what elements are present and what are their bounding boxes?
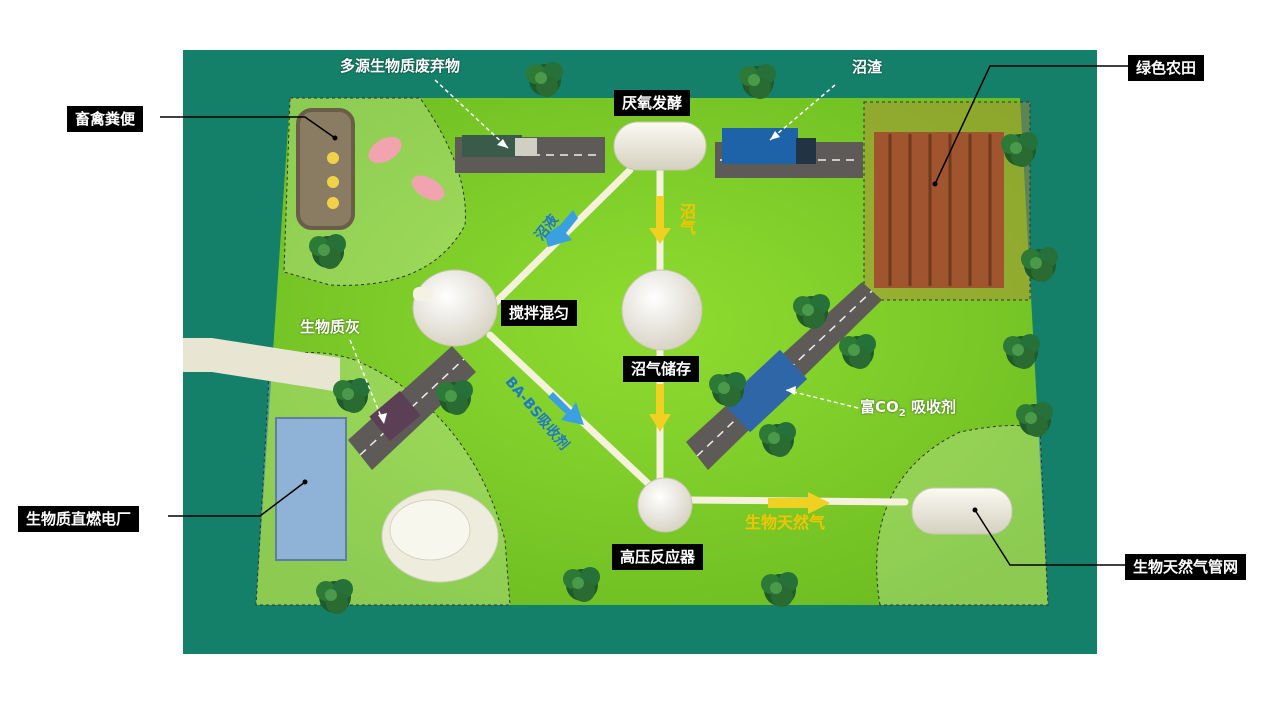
label-anaerobic-fermentation: 厌氧发酵 bbox=[614, 90, 691, 116]
farmland-crops bbox=[874, 132, 1004, 288]
bio-natural-gas-arrow bbox=[768, 492, 830, 514]
label-biogas: 沼气 bbox=[677, 203, 696, 235]
co2-rich-text: 富CO bbox=[860, 398, 899, 416]
pig bbox=[411, 175, 445, 201]
truck-ash bbox=[369, 390, 421, 442]
pointer-arrows bbox=[349, 79, 859, 425]
biogas-storage-sphere bbox=[621, 269, 703, 351]
label-high-pressure-reactor: 高压反应器 bbox=[612, 544, 704, 570]
callout-lines bbox=[160, 65, 1128, 566]
biogas-storage-arrow bbox=[649, 384, 671, 432]
label-stirring-mixing: 搅拌混匀 bbox=[501, 300, 578, 326]
pipeline-terminal bbox=[911, 487, 1013, 535]
label-biomass-power-plant: 生物质直燃电厂 bbox=[18, 506, 140, 532]
co2-absorbent-text: 吸收剂 bbox=[905, 398, 956, 416]
grass-field bbox=[256, 98, 1048, 605]
label-digestate: 沼渣 bbox=[852, 58, 883, 76]
label-bio-natural-gas-pipeline: 生物天然气管网 bbox=[1125, 554, 1247, 580]
chick bbox=[327, 176, 339, 188]
label-green-farmland: 绿色农田 bbox=[1128, 55, 1205, 81]
stirring-tank bbox=[412, 269, 498, 347]
label-livestock-manure: 畜禽粪便 bbox=[67, 106, 144, 132]
label-co2-rich-absorbent: 富CO2 吸收剂 bbox=[860, 398, 956, 423]
anaerobic-tank bbox=[613, 121, 707, 171]
label-biomass-ash: 生物质灰 bbox=[300, 318, 361, 336]
chick bbox=[327, 197, 339, 209]
truck-co2 bbox=[722, 349, 808, 433]
truck-biomass bbox=[462, 135, 522, 157]
biogas-slurry-arrow bbox=[545, 210, 578, 247]
label-multi-source-biomass: 多源生物质废弃物 bbox=[340, 57, 461, 75]
pig bbox=[368, 136, 402, 164]
co2-subscript: 2 bbox=[898, 408, 906, 419]
high-pressure-reactor bbox=[637, 477, 693, 533]
biogas-arrow bbox=[649, 196, 671, 244]
label-biogas-storage: 沼气储存 bbox=[623, 356, 700, 382]
label-bio-natural-gas: 生物天然气 bbox=[745, 513, 826, 532]
absorbent-arrow bbox=[548, 392, 584, 425]
power-plant-building bbox=[275, 417, 347, 561]
feed-trough bbox=[296, 108, 355, 230]
chick bbox=[327, 152, 339, 164]
truck-digestate bbox=[722, 128, 798, 164]
chimney bbox=[183, 338, 340, 392]
